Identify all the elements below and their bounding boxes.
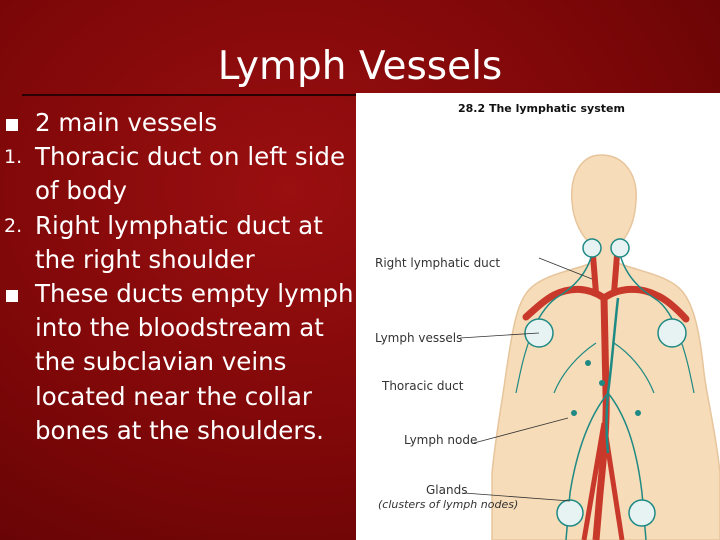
- bullet-text: 2 main vessels: [35, 108, 218, 137]
- lymph-vessel: [613, 342, 655, 394]
- label-thoracic-duct: Thoracic duct: [382, 379, 464, 393]
- bullet-text: Right lymphatic duct at the right should…: [35, 210, 323, 274]
- bullet-text: Thoracic duct on left side of body: [35, 142, 346, 206]
- axillary-node-cluster: [657, 318, 687, 348]
- numbered-item: 2. Right lymphatic duct at the right sho…: [4, 209, 354, 277]
- square-bullet-icon: [6, 290, 18, 303]
- lymph-node: [585, 360, 591, 366]
- leader-line: [463, 492, 571, 502]
- item-number: 1.: [4, 146, 23, 169]
- vena-cava-branch: [581, 422, 607, 540]
- bullet-item: These ducts empty lymph into the bloodst…: [4, 277, 354, 448]
- lymph-vessel: [607, 392, 647, 540]
- slide-title: Lymph Vessels: [217, 44, 503, 89]
- lymphatic-system-figure: 28.2 The lymphatic system Right lymphati…: [356, 93, 720, 540]
- leader-line: [538, 257, 593, 280]
- leader-line: [459, 332, 540, 339]
- lymph-node: [599, 380, 605, 386]
- subclavian-vein-right: [522, 285, 608, 321]
- label-lymph-node: Lymph node: [404, 433, 478, 447]
- label-right-lymphatic-duct: Right lymphatic duct: [375, 256, 501, 270]
- groin-node-cluster: [556, 499, 584, 527]
- bullet-text: These ducts empty lymph into the bloodst…: [35, 279, 354, 445]
- label-glands: Glands: [426, 483, 468, 497]
- neck-node-cluster: [610, 238, 630, 258]
- lymph-vessel: [553, 342, 597, 394]
- neck-node-cluster: [582, 238, 602, 258]
- figure-title: 28.2 The lymphatic system: [458, 102, 625, 115]
- leader-line: [473, 417, 569, 444]
- groin-node-cluster: [628, 499, 656, 527]
- thoracic-duct: [605, 297, 620, 454]
- lymph-node: [635, 410, 641, 416]
- bullet-list: 2 main vessels 1. Thoracic duct on left …: [4, 106, 354, 448]
- numbered-item: 1. Thoracic duct on left side of body: [4, 140, 354, 208]
- lymph-vessel: [565, 392, 609, 540]
- label-lymph-vessels: Lymph vessels: [375, 331, 463, 345]
- subclavian-vein-left: [600, 285, 690, 323]
- lymph-node: [571, 410, 577, 416]
- item-number: 2.: [4, 214, 23, 237]
- bullet-item: 2 main vessels: [4, 106, 354, 140]
- label-glands-sub: (clusters of lymph nodes): [378, 498, 519, 511]
- body-diagram: [459, 154, 720, 540]
- square-bullet-icon: [6, 119, 18, 131]
